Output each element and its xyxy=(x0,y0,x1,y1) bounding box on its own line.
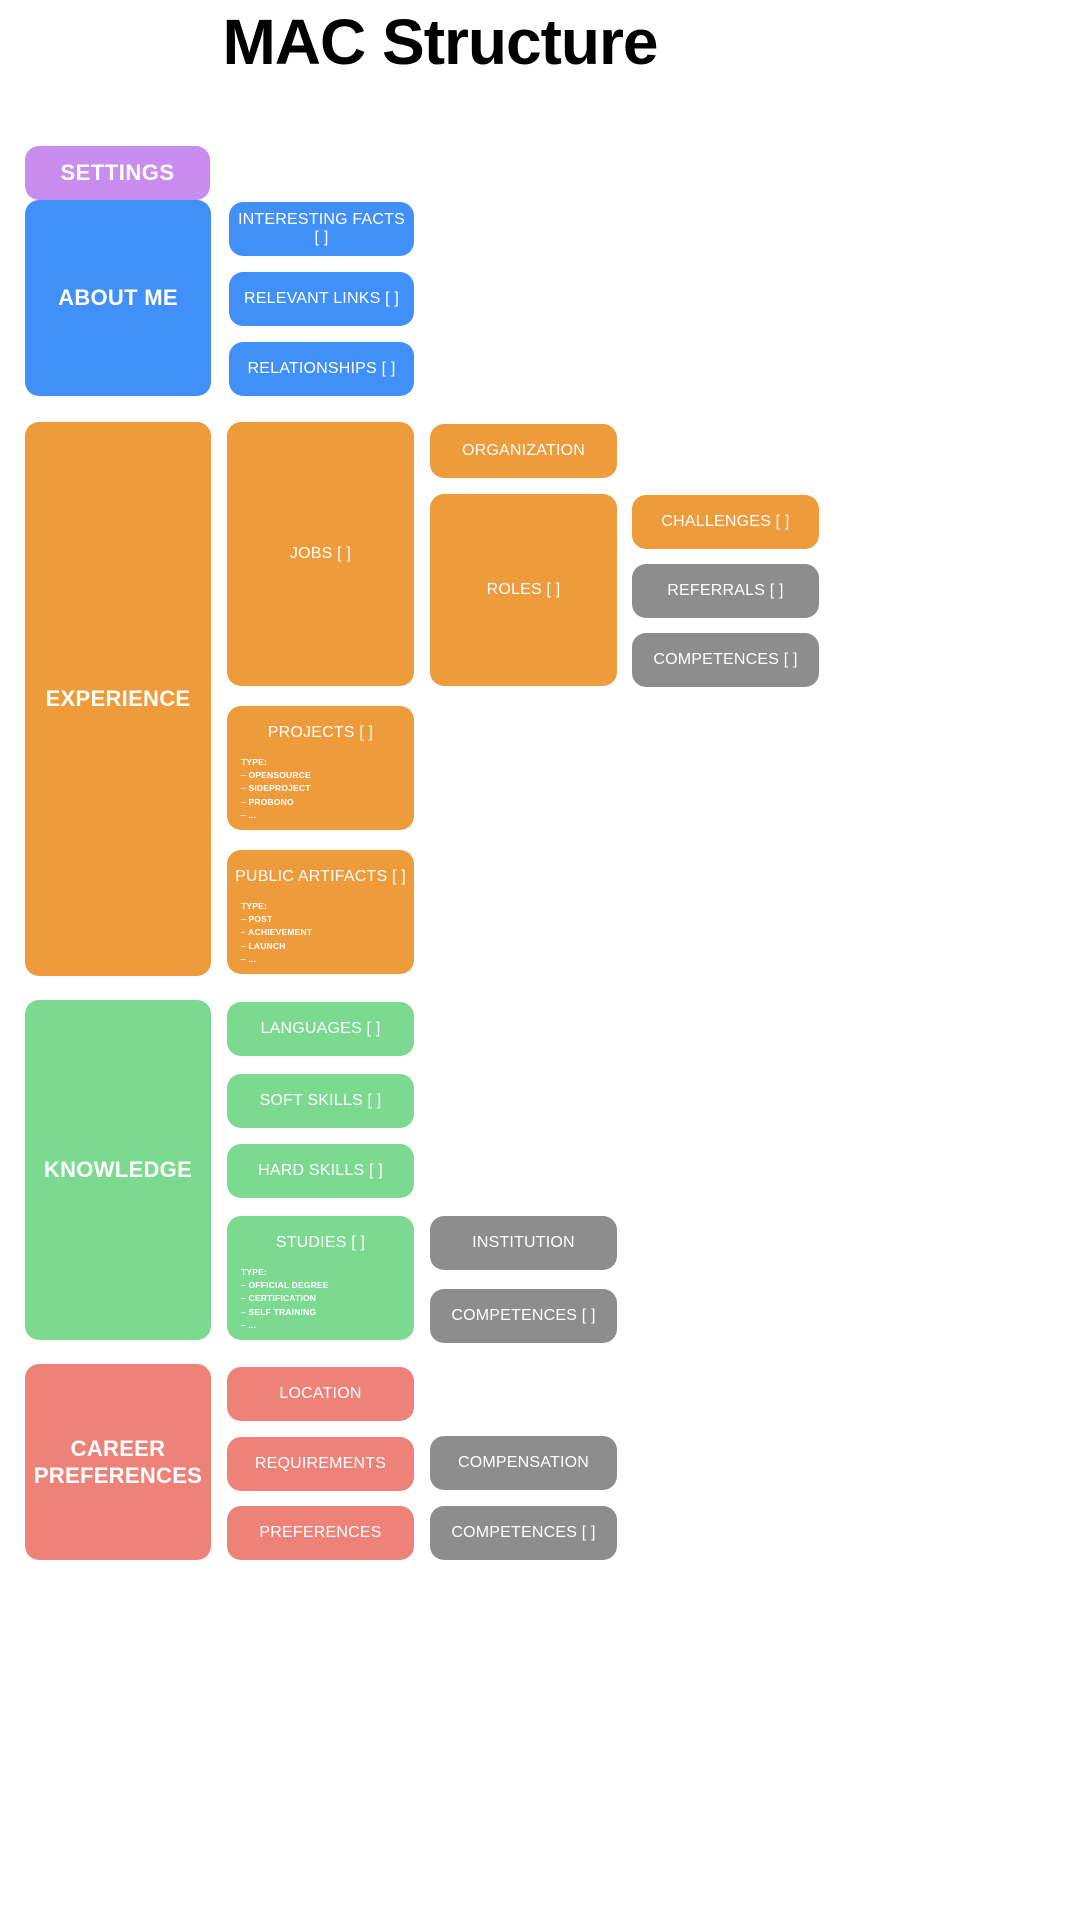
node-competences-studies[interactable]: COMPETENCES [ ] xyxy=(430,1289,617,1343)
node-studies-type-list: TYPE: – OFFICIAL DEGREE – CERTIFICATION … xyxy=(241,1266,414,1332)
node-location-label: LOCATION xyxy=(279,1385,362,1402)
node-studies-label: STUDIES [ ] xyxy=(275,1234,366,1251)
node-competences-career[interactable]: COMPETENCES [ ] xyxy=(430,1506,617,1560)
node-jobs-label: JOBS [ ] xyxy=(289,545,352,562)
node-competences-experience-label: COMPETENCES [ ] xyxy=(653,651,798,668)
node-public-artifacts-type-list: TYPE: – POST – ACHIEVEMENT – LAUNCH – ..… xyxy=(241,900,414,966)
node-soft-skills-label: SOFT SKILLS [ ] xyxy=(259,1092,382,1109)
node-organization-label: ORGANIZATION xyxy=(462,442,585,459)
node-settings[interactable]: SETTINGS xyxy=(25,146,210,200)
node-interesting-facts-label: INTERESTING FACTS [ ] xyxy=(238,211,405,246)
type-item: – SIDEPROJECT xyxy=(241,783,311,794)
node-soft-skills[interactable]: SOFT SKILLS [ ] xyxy=(227,1074,414,1128)
type-item: – ... xyxy=(241,953,257,964)
type-item: – POST xyxy=(241,914,273,925)
type-item: – OFFICIAL DEGREE xyxy=(241,1280,329,1291)
node-institution[interactable]: INSTITUTION xyxy=(430,1216,617,1270)
type-heading: TYPE: xyxy=(241,901,268,911)
node-knowledge[interactable]: KNOWLEDGE xyxy=(25,1000,211,1340)
node-relevant-links[interactable]: RELEVANT LINKS [ ] xyxy=(229,272,414,326)
node-requirements[interactable]: REQUIREMENTS xyxy=(227,1437,414,1491)
type-heading: TYPE: xyxy=(241,757,268,767)
node-requirements-label: REQUIREMENTS xyxy=(254,1455,387,1472)
node-institution-label: INSTITUTION xyxy=(472,1234,575,1251)
node-compensation[interactable]: COMPENSATION xyxy=(430,1436,617,1490)
node-location[interactable]: LOCATION xyxy=(227,1367,414,1421)
node-experience[interactable]: EXPERIENCE xyxy=(25,422,211,976)
node-public-artifacts[interactable]: PUBLIC ARTIFACTS [ ] TYPE: – POST – ACHI… xyxy=(227,850,414,974)
node-competences-studies-label: COMPETENCES [ ] xyxy=(451,1307,596,1324)
node-hard-skills-label: HARD SKILLS [ ] xyxy=(258,1162,383,1179)
node-jobs[interactable]: JOBS [ ] xyxy=(227,422,414,686)
node-about-me[interactable]: ABOUT ME xyxy=(25,200,211,396)
node-compensation-label: COMPENSATION xyxy=(457,1454,589,1471)
node-relationships-label: RELATIONSHIPS [ ] xyxy=(247,360,396,377)
type-item: – PROBONO xyxy=(241,796,294,807)
node-career-preferences-label: CAREER PREFERENCES xyxy=(33,1435,203,1489)
node-knowledge-label: KNOWLEDGE xyxy=(43,1157,193,1183)
node-experience-label: EXPERIENCE xyxy=(45,686,191,712)
node-roles-label: ROLES [ ] xyxy=(486,581,561,598)
node-challenges[interactable]: CHALLENGES [ ] xyxy=(632,495,819,549)
node-preferences[interactable]: PREFERENCES xyxy=(227,1506,414,1560)
node-projects[interactable]: PROJECTS [ ] TYPE: – OPENSOURCE – SIDEPR… xyxy=(227,706,414,830)
type-item: – OPENSOURCE xyxy=(241,770,311,781)
node-relationships[interactable]: RELATIONSHIPS [ ] xyxy=(229,342,414,396)
node-roles[interactable]: ROLES [ ] xyxy=(430,494,617,686)
node-settings-label: SETTINGS xyxy=(60,160,175,185)
type-item: – ACHIEVEMENT xyxy=(241,927,313,938)
node-career-preferences[interactable]: CAREER PREFERENCES xyxy=(25,1364,211,1560)
node-challenges-label: CHALLENGES [ ] xyxy=(661,513,790,530)
type-item: – SELF TRAINING xyxy=(241,1306,317,1317)
node-competences-career-label: COMPETENCES [ ] xyxy=(451,1524,596,1541)
type-item: – ... xyxy=(241,809,257,820)
type-heading: TYPE: xyxy=(241,1267,268,1277)
page-title: MAC Structure xyxy=(222,6,658,78)
node-competences-experience[interactable]: COMPETENCES [ ] xyxy=(632,633,819,687)
node-projects-label: PROJECTS [ ] xyxy=(267,724,374,741)
node-referrals-label: REFERRALS [ ] xyxy=(667,582,784,599)
node-languages-label: LANGUAGES [ ] xyxy=(260,1020,381,1037)
node-studies[interactable]: STUDIES [ ] TYPE: – OFFICIAL DEGREE – CE… xyxy=(227,1216,414,1340)
type-item: – LAUNCH xyxy=(241,940,286,951)
node-languages[interactable]: LANGUAGES [ ] xyxy=(227,1002,414,1056)
node-projects-type-list: TYPE: – OPENSOURCE – SIDEPROJECT – PROBO… xyxy=(241,756,414,822)
node-relevant-links-label: RELEVANT LINKS [ ] xyxy=(243,290,400,307)
type-item: – ... xyxy=(241,1319,257,1330)
node-referrals[interactable]: REFERRALS [ ] xyxy=(632,564,819,618)
node-public-artifacts-label: PUBLIC ARTIFACTS [ ] xyxy=(235,868,406,885)
node-preferences-label: PREFERENCES xyxy=(259,1524,382,1541)
node-organization[interactable]: ORGANIZATION xyxy=(430,424,617,478)
node-about-me-label: ABOUT ME xyxy=(58,285,178,311)
type-item: – CERTIFICATION xyxy=(241,1293,317,1304)
node-hard-skills[interactable]: HARD SKILLS [ ] xyxy=(227,1144,414,1198)
node-interesting-facts[interactable]: INTERESTING FACTS [ ] xyxy=(229,202,414,256)
